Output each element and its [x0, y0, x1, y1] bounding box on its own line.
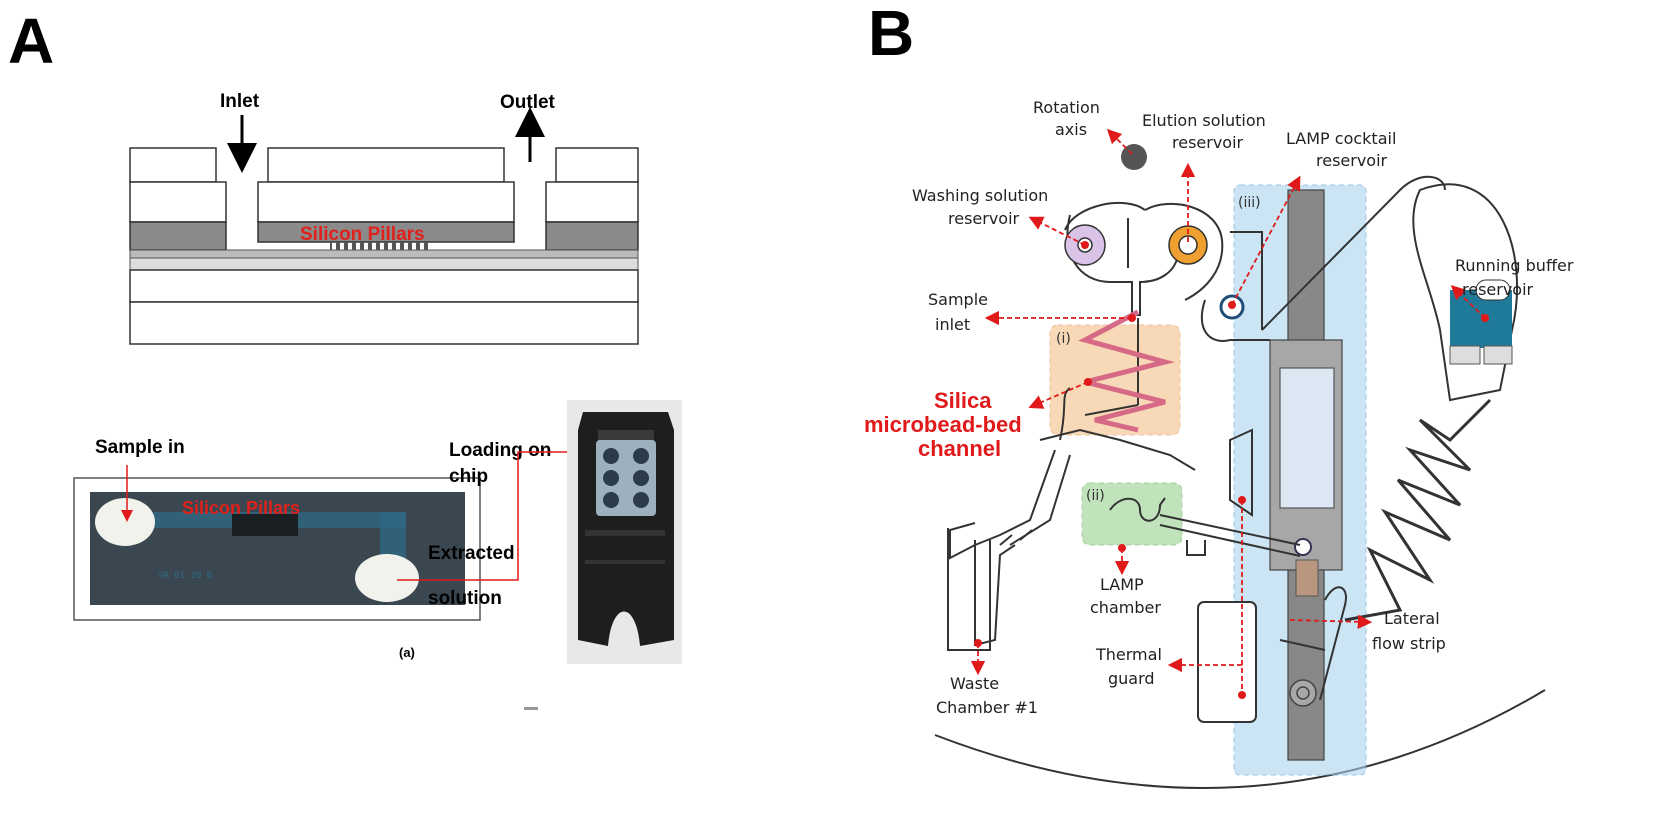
- lateral-flow-strip: [1269, 189, 1343, 761]
- silica-label-3: channel: [918, 436, 1001, 461]
- region-i-label: (i): [1056, 331, 1071, 347]
- panel-b-letter: B: [868, 0, 914, 69]
- elution-label-1: Elution solution: [1142, 111, 1266, 130]
- loading-label-line2: chip: [449, 466, 488, 487]
- silicon-pillars-label-top: Silicon Pillars: [300, 224, 425, 245]
- microfluidic-channels: [949, 202, 1347, 701]
- chip-print: SR 01 20 B: [158, 571, 212, 581]
- leader-lines: [970, 128, 1486, 695]
- outlet-label: Outlet: [500, 92, 556, 113]
- thermal-guard: [1197, 601, 1257, 723]
- region-ii-highlight: [1081, 482, 1183, 546]
- lamp-chamber-label-2: chamber: [1090, 598, 1161, 617]
- silicon-pillars-label-chip: Silicon Pillars: [182, 498, 300, 518]
- stray-mark: [524, 707, 538, 710]
- chip-photo: [73, 477, 481, 621]
- leader-dots: [974, 241, 1489, 699]
- extracted-label-line2: solution: [428, 588, 502, 609]
- elution-label-2: reservoir: [1172, 133, 1244, 152]
- silica-label-1: Silica: [934, 388, 992, 413]
- silica-label-2: microbead-bed: [864, 412, 1022, 437]
- lateral-label-2: flow strip: [1372, 634, 1446, 653]
- running-label-1: Running buffer: [1455, 256, 1574, 275]
- loading-connector: [397, 451, 610, 581]
- sample-in-label: Sample in: [95, 437, 185, 458]
- extracted-label-line1: Extracted: [428, 543, 515, 564]
- serpentine-channel: [1344, 398, 1492, 622]
- thermal-label-2: guard: [1108, 669, 1155, 688]
- waste-label-2: Chamber #1: [936, 698, 1038, 717]
- caption-a: (a): [399, 645, 415, 660]
- thermal-label-1: Thermal: [1095, 645, 1162, 664]
- lamp-cocktail-label-2: reservoir: [1316, 151, 1388, 170]
- cross-section-diagram: [129, 147, 639, 345]
- lamp-cocktail-label-1: LAMP cocktail: [1286, 129, 1396, 148]
- waste-label-1: Waste: [950, 674, 999, 693]
- loading-label-line1: Loading on: [449, 440, 551, 461]
- rotation-label-2: axis: [1055, 120, 1087, 139]
- washing-label-2: reservoir: [948, 209, 1020, 228]
- region-iii-label: (iii): [1238, 195, 1261, 211]
- connection-channel: [1261, 175, 1446, 331]
- disc-edge: [934, 689, 1546, 789]
- running-label-2: reservoir: [1462, 280, 1534, 299]
- washing-label-1: Washing solution: [912, 186, 1048, 205]
- sample-inlet-label-1: Sample: [928, 290, 988, 309]
- sample-inlet-label-2: inlet: [935, 315, 970, 334]
- inlet-label: Inlet: [220, 91, 260, 112]
- region-ii-label: (ii): [1086, 488, 1105, 504]
- rotation-axis: [1121, 144, 1147, 170]
- lamp-chamber-label-1: LAMP: [1100, 575, 1144, 594]
- rotation-label-1: Rotation: [1033, 98, 1100, 117]
- panel-a-letter: A: [8, 5, 54, 77]
- cartridge-photo: [567, 400, 682, 664]
- waste-chamber-1: [947, 528, 991, 651]
- lateral-label-1: Lateral: [1384, 609, 1440, 628]
